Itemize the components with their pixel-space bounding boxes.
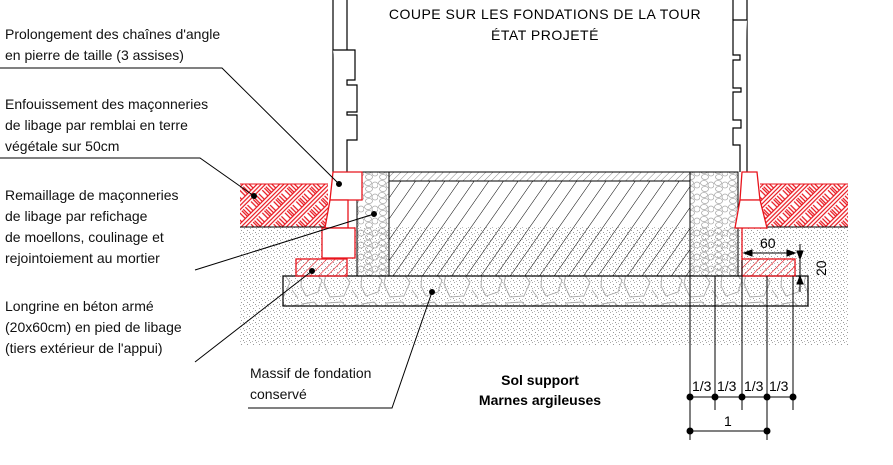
dim-third-1: 1/3 <box>692 378 712 394</box>
annotation-masonry-repair: Remaillage de maçonneries de libage par … <box>5 187 179 266</box>
gravel-right <box>689 171 739 277</box>
dim-third-2: 1/3 <box>717 378 737 394</box>
dim-unit: 1 <box>724 413 732 429</box>
dim-third-3: 1/3 <box>744 378 764 394</box>
soil-label: Sol support Marnes argileuses <box>460 370 620 410</box>
dim-third-4: 1/3 <box>769 378 789 394</box>
dimension-lines <box>686 244 804 440</box>
wall-right <box>732 0 748 172</box>
topsoil-left <box>240 184 328 227</box>
dim-height-label: 20 <box>813 260 829 276</box>
dim-width-label: 60 <box>760 235 776 251</box>
fill-core <box>388 180 691 277</box>
leader-lines <box>0 67 435 409</box>
annotation-longrine: Longrine en béton armé (20x60cm) en pied… <box>5 298 182 356</box>
drawing-title: COUPE SUR LES FONDATIONS DE LA TOUR ÉTAT… <box>360 4 730 46</box>
soil-line-2: Marnes argileuses <box>478 392 602 408</box>
annotation-massif: Massif de fondation conservé <box>250 365 372 402</box>
title-line-1: COUPE SUR LES FONDATIONS DE LA TOUR <box>388 6 702 22</box>
wall-left <box>332 0 358 172</box>
topsoil-right <box>760 184 848 227</box>
title-line-2: ÉTAT PROJETÉ <box>491 27 599 43</box>
annotation-burial: Enfouissement des maçonneries de libage … <box>5 96 209 154</box>
floor-slab <box>388 171 691 182</box>
corner-stones-left <box>295 171 363 277</box>
corner-stones-right <box>734 171 796 277</box>
foundation-massif <box>282 275 809 307</box>
soil-line-1: Sol support <box>501 372 579 388</box>
annotation-corner-stones: Prolongement des chaînes d'angle en pier… <box>5 26 221 63</box>
